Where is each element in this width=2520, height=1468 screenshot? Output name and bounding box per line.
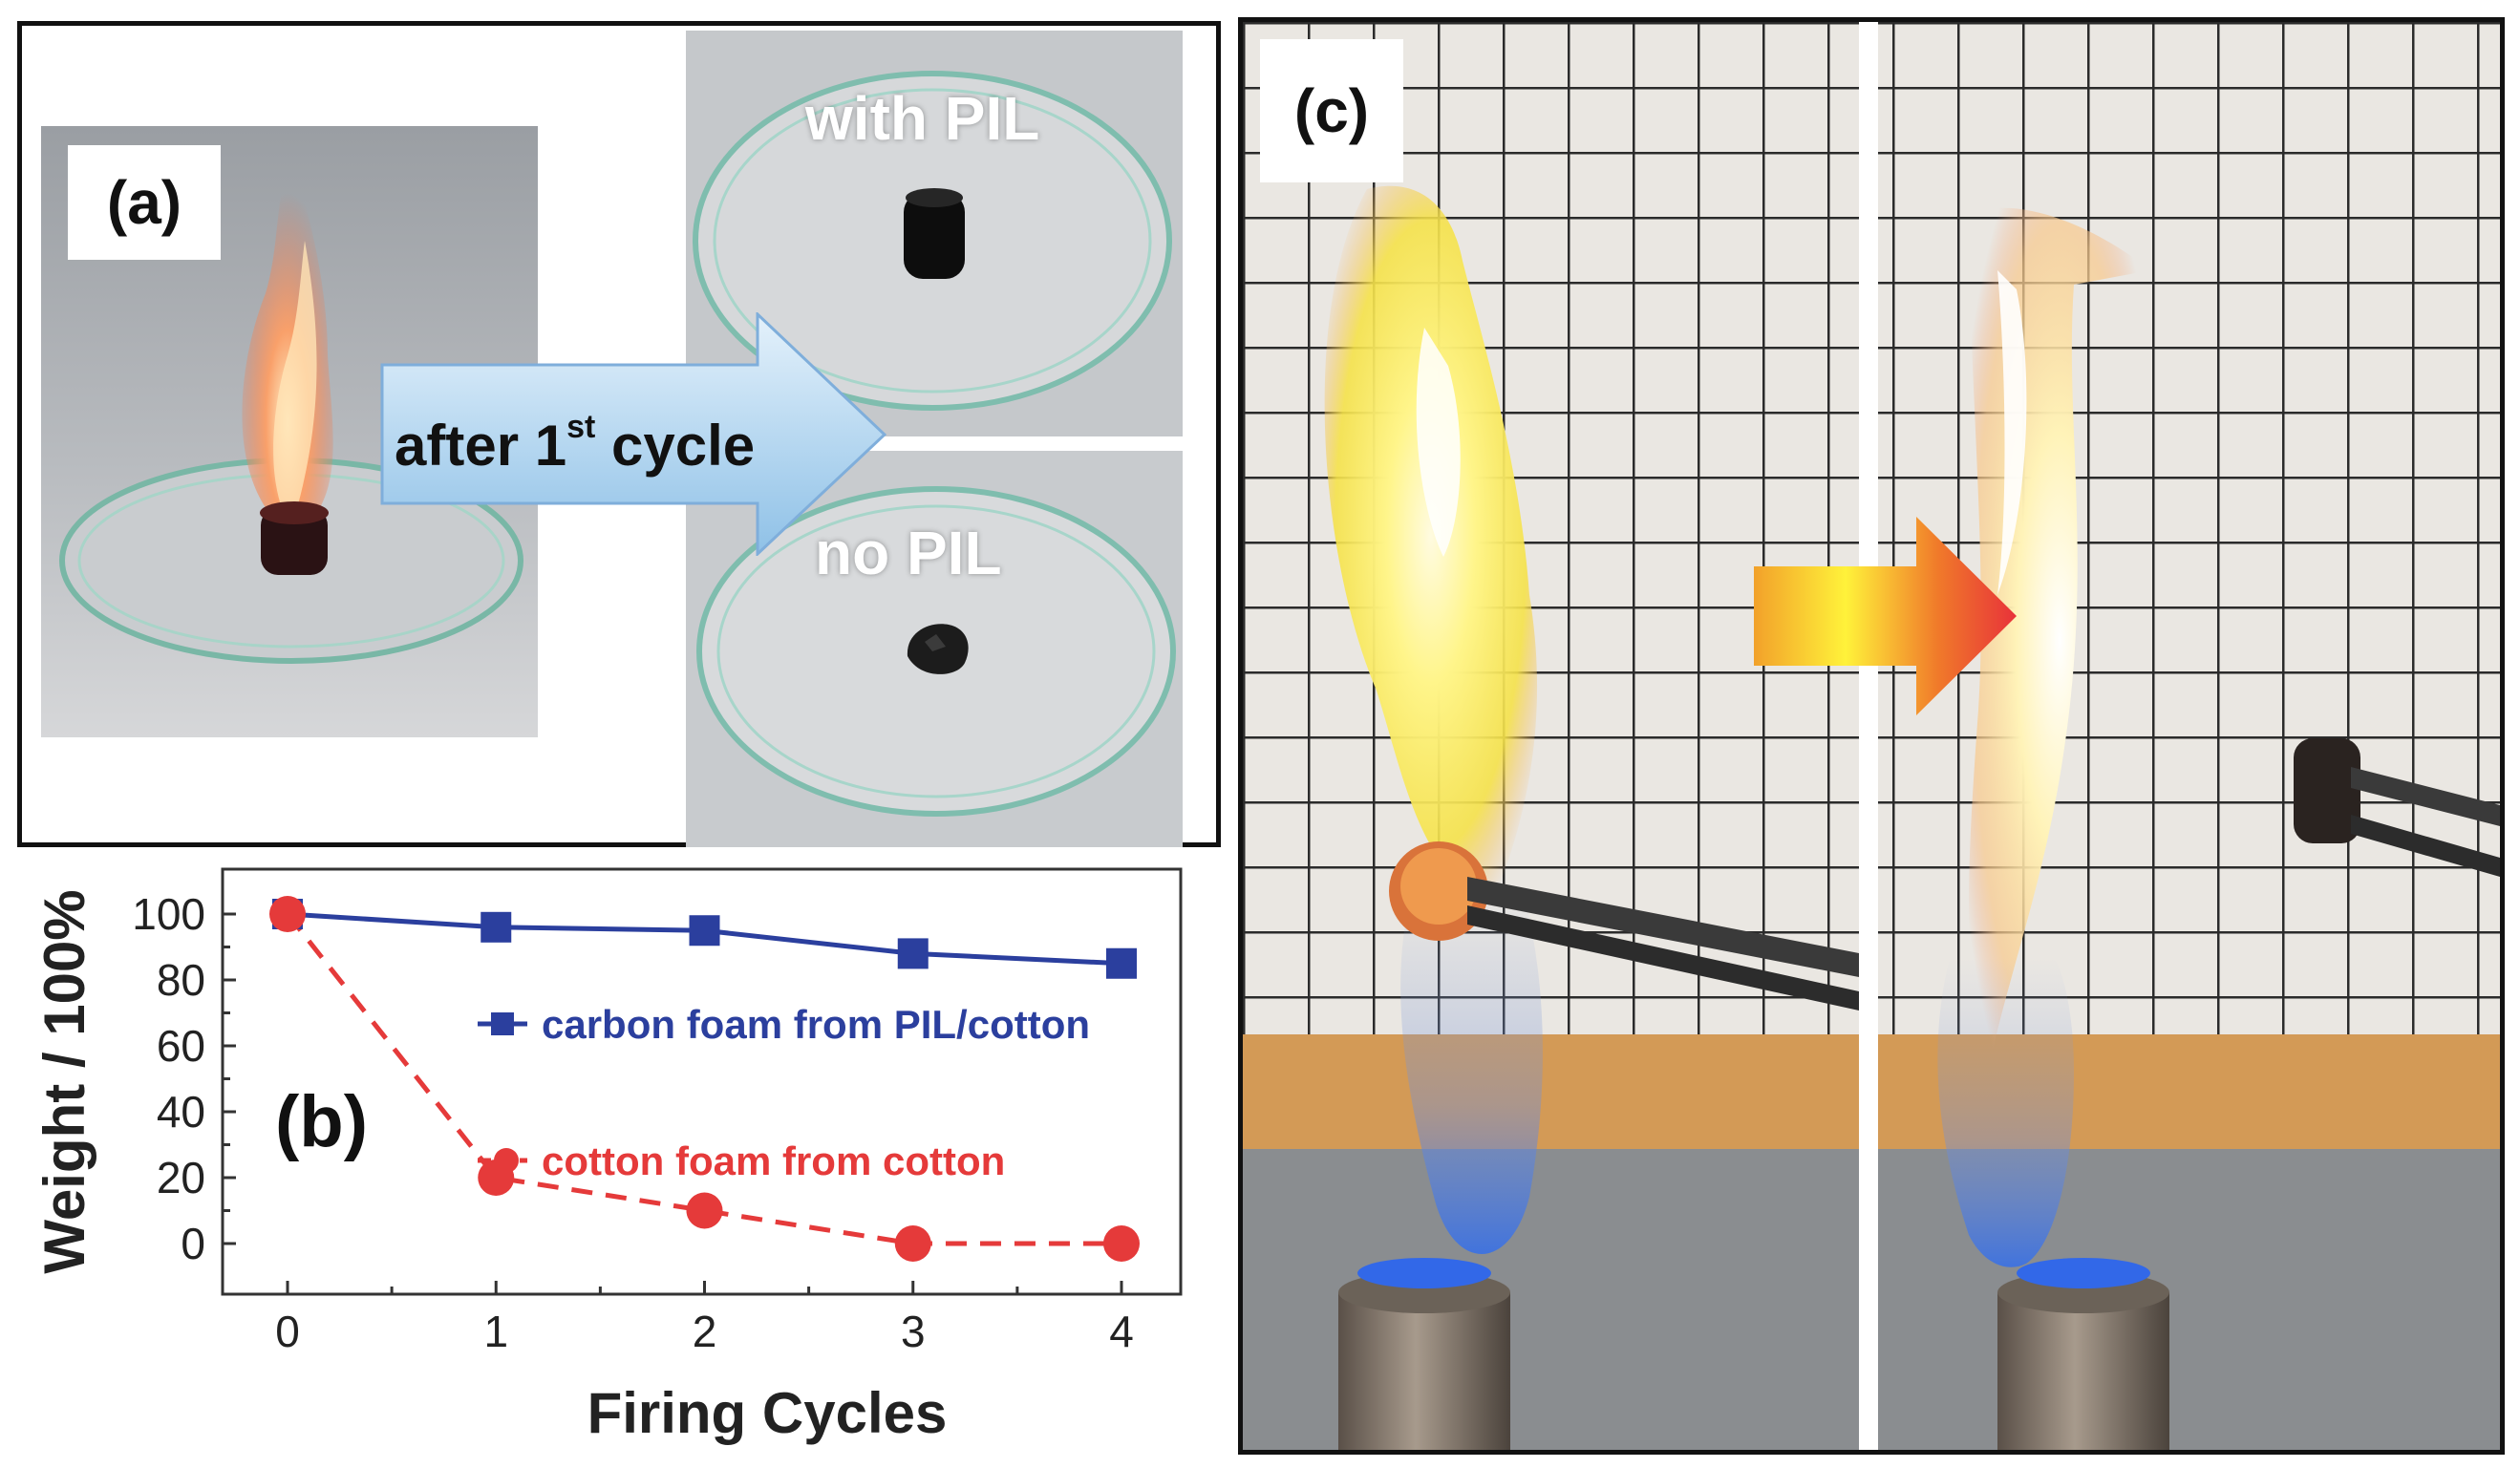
with-pil-dish-photo: [686, 31, 1183, 436]
x-axis-label: Firing Cycles: [587, 1381, 948, 1445]
panel-c-label: (c): [1260, 39, 1403, 182]
y-tick-label: 60: [157, 1021, 205, 1071]
data-point-square: [689, 915, 720, 947]
with-pil-dish-image: [686, 31, 1183, 436]
y-axis-label: Weight / 100%: [32, 889, 96, 1273]
legend-label: carbon foam from PIL/cotton: [542, 1002, 1090, 1047]
after-flame-photo: [1878, 22, 2500, 1450]
before-flame-photo: [1243, 22, 1859, 1450]
transition-arrow-icon: [380, 312, 886, 556]
y-tick-label: 40: [157, 1087, 205, 1137]
data-point-circle: [1103, 1225, 1140, 1262]
legend-label: cotton foam from cotton: [542, 1138, 1005, 1183]
y-tick-label: 100: [132, 889, 205, 939]
x-tick-label: 0: [275, 1307, 300, 1356]
panel-a-label: (a): [68, 145, 221, 260]
panel-b-label: (b): [275, 1081, 368, 1162]
data-point-circle: [269, 896, 306, 932]
data-point-square: [897, 938, 929, 969]
with-pil-label: with PIL: [805, 84, 1040, 153]
y-tick-label: 0: [181, 1219, 205, 1268]
x-tick-label: 4: [1109, 1307, 1134, 1356]
after-first-cycle-label: after 1st cycle: [395, 409, 756, 478]
x-tick-label: 1: [483, 1307, 508, 1356]
x-tick-label: 2: [693, 1307, 717, 1356]
data-point-square: [1106, 947, 1137, 979]
panel-a: (a) with PIL no PIL: [17, 21, 1221, 847]
y-tick-label: 80: [157, 955, 205, 1005]
legend: carbon foam from PIL/cotton cotton foam f…: [478, 1002, 1090, 1183]
data-point-circle: [894, 1225, 931, 1262]
y-tick-label: 20: [157, 1153, 205, 1202]
flame-test-photos: [1243, 22, 2500, 1450]
plot-frame: [221, 867, 1183, 1296]
data-point-square: [481, 911, 512, 943]
panel-c: (c): [1238, 17, 2505, 1455]
x-tick-label: 3: [901, 1307, 926, 1356]
legend-marker: [494, 1148, 519, 1173]
legend-marker: [491, 1012, 514, 1035]
photo-divider: [1859, 22, 1878, 1450]
data-point-circle: [686, 1192, 723, 1229]
series-layer: [269, 896, 1140, 1262]
series-line: [286, 912, 1121, 1246]
flame-transition-arrow-icon: [1754, 517, 2017, 715]
no-pil-label: no PIL: [815, 519, 1002, 587]
